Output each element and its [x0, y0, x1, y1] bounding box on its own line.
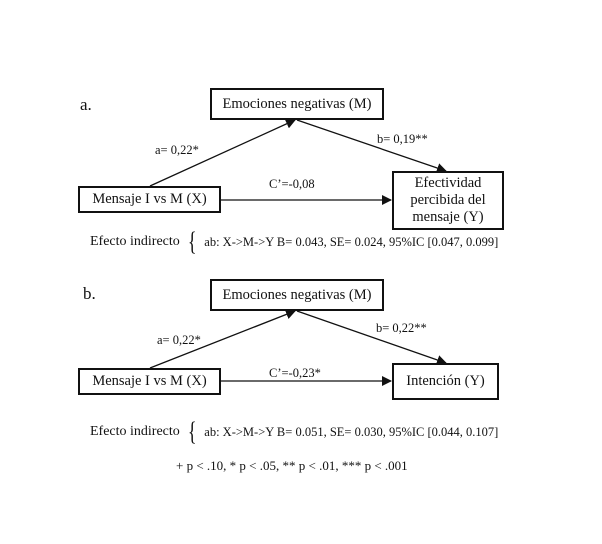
outcome-line: mensaje (Y): [412, 209, 484, 225]
path-b-label-b: b= 0,22**: [376, 321, 427, 335]
path-a-arrow-a: [149, 119, 296, 187]
indirect-effect-b: Efecto indirecto { ab: X->M->Y B= 0.051,…: [90, 417, 499, 446]
predictor-box-b: Mensaje I vs M (X): [78, 368, 221, 395]
indirect-label: Efecto indirecto: [90, 234, 180, 249]
mediator-box-a: Emociones negativas (M): [210, 88, 384, 120]
panel-label-b: b.: [83, 284, 96, 303]
outcome-box-b: Intención (Y): [392, 363, 499, 400]
predictor-box-a: Mensaje I vs M (X): [78, 186, 221, 213]
path-a-label-b: a= 0,22*: [157, 333, 201, 347]
significance-note: + p < .10, * p < .05, ** p < .01, *** p …: [176, 458, 408, 473]
panel-label-a: a.: [80, 95, 92, 114]
path-a-arrow-b: [149, 309, 296, 369]
mediator-box-b: Emociones negativas (M): [210, 279, 384, 311]
path-c-label-b: C’=-0,23*: [269, 366, 321, 380]
path-a-label-a: a= 0,22*: [155, 143, 199, 157]
path-b-arrow-b: [296, 310, 447, 365]
indirect-detail: ab: X->M->Y B= 0.051, SE= 0.030, 95%IC […: [204, 424, 499, 439]
outcome-box-a: Efectividad percibida del mensaje (Y): [392, 171, 504, 230]
outcome-line: percibida del: [410, 192, 486, 208]
brace-icon: {: [187, 227, 197, 256]
path-c-label-a: C’=-0,08: [269, 177, 315, 191]
indirect-effect-a: Efecto indirecto { ab: X->M->Y B= 0.043,…: [90, 227, 499, 256]
brace-icon: {: [187, 417, 197, 446]
indirect-detail: ab: X->M->Y B= 0.043, SE= 0.024, 95%IC […: [204, 234, 499, 249]
path-b-arrow-a: [296, 119, 447, 173]
outcome-line: Efectividad: [414, 175, 482, 191]
indirect-label: Efecto indirecto: [90, 424, 180, 439]
path-b-label-a: b= 0,19**: [377, 132, 428, 146]
